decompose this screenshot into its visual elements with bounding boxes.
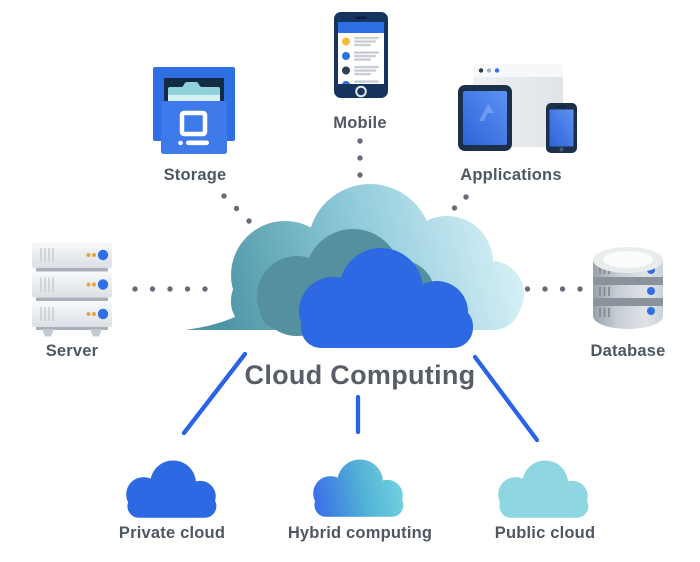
storage-drawer-front	[161, 101, 227, 154]
diagram-title: Cloud Computing	[244, 360, 476, 390]
line-cloud-public	[472, 354, 540, 443]
db-top-inner	[603, 251, 653, 268]
line-cloud-private	[181, 351, 248, 436]
folder-icon	[168, 82, 220, 103]
public-cloud-icon	[492, 456, 597, 518]
drawer-handle-square	[179, 110, 208, 137]
browser-top-bar	[473, 64, 563, 77]
label-public-cloud: Public cloud	[494, 524, 596, 542]
front-blue-cloud	[299, 248, 473, 348]
label-database: Database	[590, 342, 666, 360]
label-hybrid-computing: Hybrid computing	[287, 524, 433, 542]
server-leg-right	[90, 329, 102, 337]
dotted-line-storage-cloud	[221, 193, 252, 224]
tablet-device	[458, 85, 512, 151]
storage-icon	[153, 67, 235, 154]
hybrid-cloud-icon	[307, 455, 412, 517]
hybrid-cloud-shape	[313, 459, 403, 516]
label-private-cloud: Private cloud	[118, 524, 226, 542]
window-dot-2	[486, 68, 492, 73]
db-led-2	[647, 287, 655, 295]
db-band-2	[593, 298, 663, 306]
window-dot-3	[494, 68, 500, 73]
mobile-icon	[334, 12, 388, 98]
dotted-line-server-cloud	[132, 286, 208, 292]
db-band-1	[593, 277, 663, 285]
applications-icon	[458, 64, 577, 153]
tablet-logo	[479, 104, 494, 121]
server-icon	[32, 242, 112, 337]
label-mobile: Mobile	[333, 114, 387, 132]
phone-speaker	[355, 16, 367, 20]
server-unit-3	[32, 301, 112, 327]
public-cloud-shape	[498, 460, 588, 517]
home-button	[355, 85, 367, 98]
dotted-line-mobile-cloud	[357, 138, 363, 178]
app-list-rows	[342, 36, 379, 84]
phone-device	[546, 103, 577, 153]
private-cloud-icon	[120, 456, 225, 518]
label-server: Server	[45, 342, 99, 360]
db-led-3	[647, 307, 655, 315]
drawer-label-dot	[178, 140, 183, 146]
app-header-bar	[338, 22, 384, 33]
server-leg-left	[42, 329, 54, 337]
server-unit-2	[32, 271, 112, 298]
window-dot-1	[478, 68, 484, 73]
private-cloud-shape	[126, 460, 216, 517]
solid-connector-lines	[181, 351, 540, 443]
database-icon	[593, 247, 663, 329]
drawer-label-dash	[186, 140, 209, 146]
label-applications: Applications	[460, 166, 562, 184]
central-cloud-illustration	[185, 184, 524, 348]
server-unit-1	[32, 242, 112, 268]
label-storage: Storage	[163, 166, 227, 184]
